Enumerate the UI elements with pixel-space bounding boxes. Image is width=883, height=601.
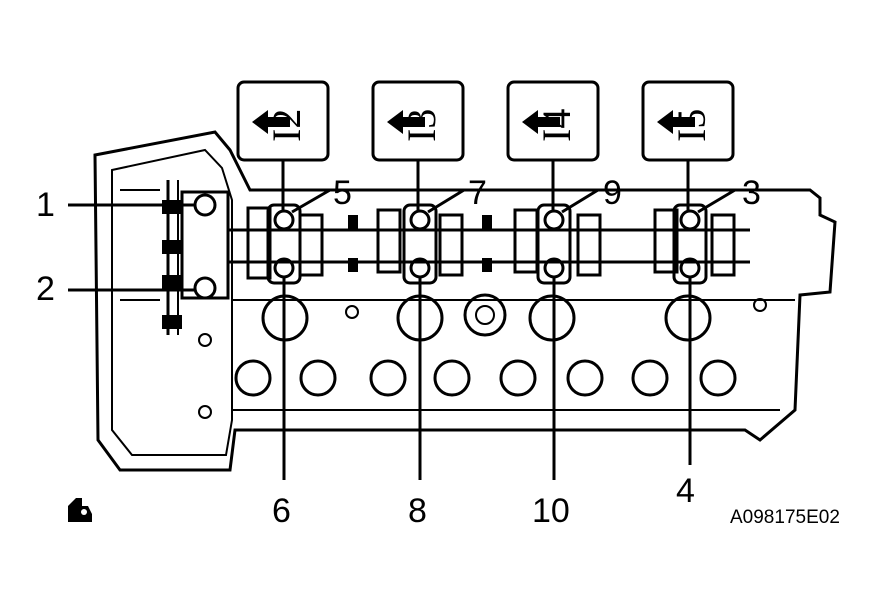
tag-box-i4: I4 xyxy=(506,80,600,210)
callout-5: 5 xyxy=(333,174,352,212)
tag-box-i5: I5 xyxy=(641,80,735,210)
callout-4: 4 xyxy=(676,472,695,510)
bearing-cap-1 xyxy=(266,203,302,285)
combustion-chambers xyxy=(198,293,767,419)
bolt-2 xyxy=(193,276,217,300)
bolt-1 xyxy=(193,193,217,217)
tag-box-i2: I2 xyxy=(236,80,330,210)
tag-box-i3: I3 xyxy=(371,80,465,210)
camshaft-front-cap xyxy=(180,190,230,300)
callout-2: 2 xyxy=(36,270,55,308)
callout-1: 1 xyxy=(36,186,55,224)
bearing-cap-4 xyxy=(672,203,708,285)
tag-label-i2: I2 xyxy=(264,109,309,142)
leader-lines xyxy=(68,188,736,480)
timing-chain xyxy=(120,180,182,335)
tag-label-i4: I4 xyxy=(534,109,579,142)
tag-label-i3: I3 xyxy=(399,109,444,142)
figure-code: A098175E02 xyxy=(730,507,840,528)
camshaft xyxy=(228,206,750,280)
bearing-cap-3 xyxy=(536,203,572,285)
callout-6: 6 xyxy=(272,492,291,530)
oil-can-icon xyxy=(68,498,92,522)
cylinder-head-outline xyxy=(93,130,837,472)
callout-10: 10 xyxy=(532,492,570,530)
callout-3: 3 xyxy=(742,174,761,212)
callout-7: 7 xyxy=(468,174,487,212)
callout-9: 9 xyxy=(603,174,622,212)
callout-8: 8 xyxy=(408,492,427,530)
bearing-cap-2 xyxy=(402,203,438,285)
tag-label-i5: I5 xyxy=(669,109,714,142)
